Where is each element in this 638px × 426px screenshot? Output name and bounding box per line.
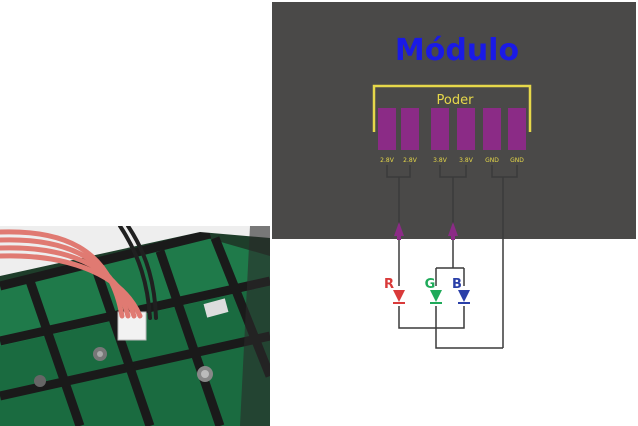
pin-label: 2.8V [380,157,395,164]
arrow-up-icon [448,222,458,236]
arrow-icons [394,222,458,240]
power-bracket [372,84,532,132]
pin-4 [457,108,475,150]
arrow-up-icon [394,222,404,236]
pin-label: 2.8V [403,157,418,164]
wires [386,165,518,349]
pin-2 [401,108,419,150]
power-pins: 2.8V 2.8V 3.8V 3.8V GND GND [378,108,526,164]
led-label: R [384,277,394,292]
module-box [272,2,636,239]
pin-label: 3.8V [433,157,448,164]
led-label: B [452,277,462,292]
led-label: G [425,277,436,292]
pin-3 [431,108,449,150]
pin-label: GND [510,157,524,164]
pin-6 [508,108,526,150]
pin-5 [483,108,501,150]
led-b-icon [458,290,470,302]
led-panel-photo [0,226,270,426]
pin-label: 3.8V [459,157,474,164]
module-title: Módulo [395,33,519,68]
led-g-icon [430,290,442,302]
pin-1 [378,108,396,150]
power-label: Poder [437,93,475,108]
led-r-icon [393,290,405,302]
pin-label: GND [485,157,499,164]
